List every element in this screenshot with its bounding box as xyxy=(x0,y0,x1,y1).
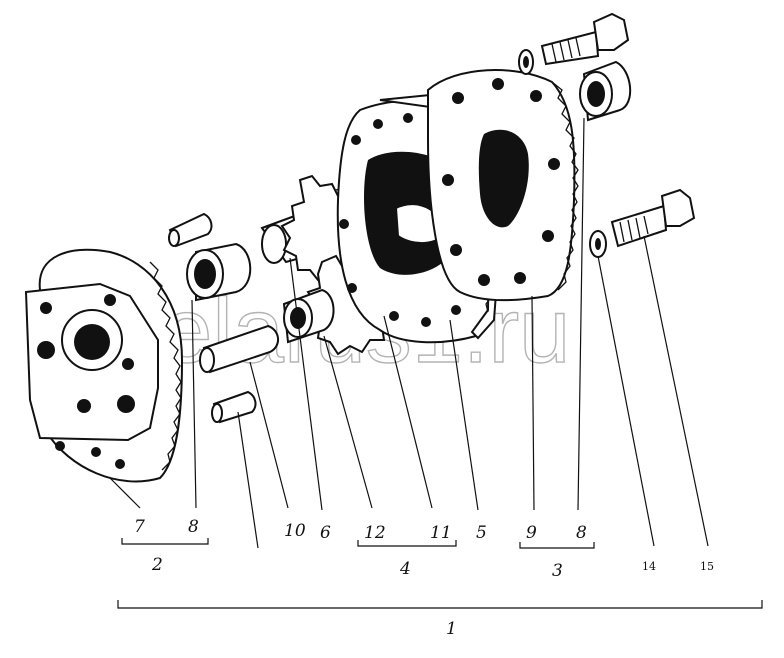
label-15: 15 xyxy=(700,560,714,573)
group-brackets xyxy=(117,538,763,609)
bolt xyxy=(610,188,696,248)
label-8-left: 8 xyxy=(188,517,199,537)
label-12: 12 xyxy=(364,523,386,543)
label-1: 1 xyxy=(446,619,457,639)
top-washer xyxy=(518,49,534,75)
label-4: 4 xyxy=(399,559,411,579)
lower-dowel-pin xyxy=(211,390,257,424)
left-bushing xyxy=(186,242,252,302)
upper-dowel-pin xyxy=(168,212,213,248)
right-bushing xyxy=(579,60,632,122)
label-10: 10 xyxy=(284,521,306,541)
label-2: 2 xyxy=(151,555,163,575)
label-6: 6 xyxy=(320,523,331,543)
label-11: 11 xyxy=(430,523,452,543)
top-bolt xyxy=(540,12,630,66)
part-labels: 7 8 2 10 6 12 11 4 5 9 8 3 14 15 1 xyxy=(134,517,714,639)
rear-cover xyxy=(427,69,579,302)
leader-lines xyxy=(109,117,709,549)
label-7: 7 xyxy=(134,517,145,537)
front-cover xyxy=(24,248,184,483)
driven-shaft xyxy=(199,324,279,374)
label-14: 14 xyxy=(642,560,656,573)
label-8-right: 8 xyxy=(576,523,587,543)
label-5: 5 xyxy=(476,523,487,543)
label-3: 3 xyxy=(552,561,563,581)
label-9: 9 xyxy=(526,523,537,543)
washer xyxy=(589,230,607,258)
